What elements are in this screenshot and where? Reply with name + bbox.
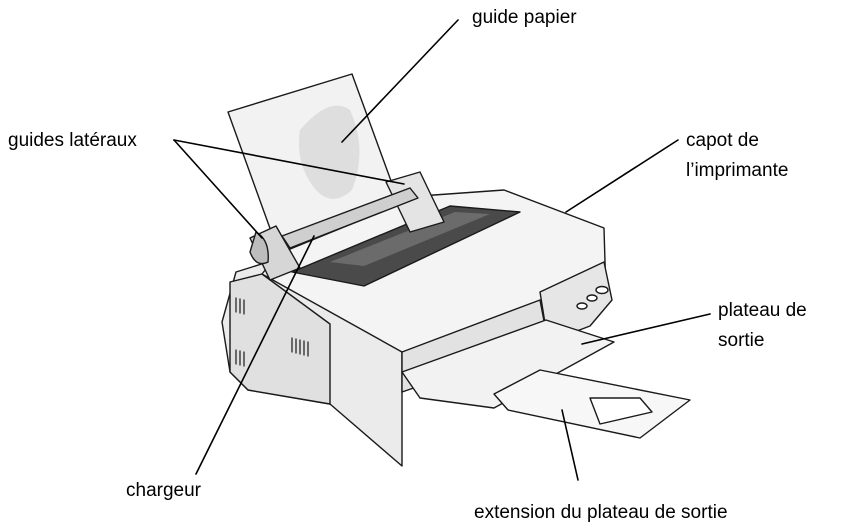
paper-support-sheen: [298, 105, 360, 199]
label-output-tray-line1: plateau de: [718, 300, 807, 321]
edge-guide-left-knob: [249, 231, 269, 265]
edge-guide-right: [385, 171, 445, 233]
callout-line-paper-guide: [341, 19, 459, 143]
printer-cover-window-shade: [330, 212, 490, 266]
output-tray-extension-slot: [589, 397, 653, 425]
feeder-slot: [281, 187, 419, 249]
label-printer-cover-line1: capot de: [686, 130, 759, 151]
label-paper-guide: guide papier: [472, 7, 577, 28]
callout-line-output-tray: [581, 313, 711, 345]
side-vents: [235, 297, 309, 367]
label-output-tray-line2: sortie: [718, 330, 764, 351]
callout-line-printer-cover: [565, 139, 679, 213]
callout-line-tray-extension: [561, 409, 579, 481]
label-sheet-feeder: chargeur: [126, 480, 202, 501]
label-printer-cover-line2: l’imprimante: [686, 160, 788, 181]
printer-illustration: [173, 19, 711, 481]
label-edge-guides: guides latéraux: [8, 130, 137, 151]
callout-lines: [173, 19, 711, 481]
callout-line-sheet-feeder: [195, 235, 315, 475]
callout-line-edge-guide-b: [173, 139, 405, 185]
control-buttons: [576, 285, 609, 310]
label-output-tray-extension: extension du plateau de sortie: [474, 502, 728, 523]
callout-line-edge-guide-a: [173, 139, 263, 239]
